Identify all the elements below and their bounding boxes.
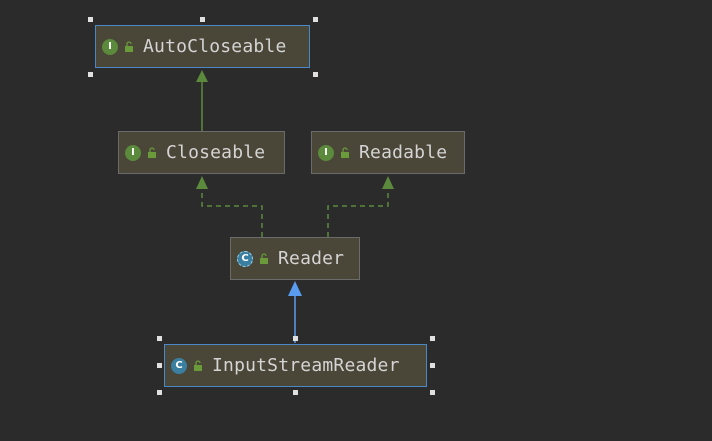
node-label: AutoCloseable: [143, 36, 287, 57]
selection-handle[interactable]: [313, 17, 318, 22]
unlocked-icon: [125, 40, 133, 52]
selection-handle[interactable]: [157, 336, 162, 341]
interface-icon: I: [125, 144, 141, 161]
unlocked-icon: [194, 359, 202, 371]
node-inputstreamreader[interactable]: C InputStreamReader: [164, 344, 427, 387]
node-reader[interactable]: C Reader: [230, 237, 360, 280]
edge-reader-closeable: [201, 187, 263, 237]
selection-handle[interactable]: [157, 390, 162, 395]
node-label: Readable: [359, 142, 448, 163]
edge-arrowhead-closeable: [196, 176, 208, 189]
edge-reader-readable: [327, 187, 389, 237]
node-closeable[interactable]: I Closeable: [118, 131, 285, 174]
node-label: InputStreamReader: [212, 355, 400, 376]
unlocked-icon: [260, 252, 268, 264]
selection-handle[interactable]: [313, 72, 318, 77]
selection-handle[interactable]: [430, 390, 435, 395]
unlocked-icon: [341, 146, 349, 158]
selection-handle[interactable]: [200, 17, 205, 22]
edge-arrowhead-readable: [382, 176, 394, 189]
selection-handle[interactable]: [430, 363, 435, 368]
node-label: Reader: [278, 248, 345, 269]
selection-handle[interactable]: [430, 336, 435, 341]
interface-icon: I: [318, 144, 334, 161]
edge-arrowhead-reader: [288, 281, 302, 296]
selection-handle[interactable]: [88, 17, 93, 22]
interface-icon: I: [102, 38, 118, 55]
node-autocloseable[interactable]: I AutoCloseable: [95, 25, 310, 68]
abstract-class-icon: C: [237, 250, 253, 267]
selection-handle[interactable]: [88, 72, 93, 77]
node-readable[interactable]: I Readable: [311, 131, 465, 174]
class-icon: C: [171, 357, 187, 374]
selection-handle[interactable]: [293, 390, 298, 395]
selection-handle[interactable]: [157, 363, 162, 368]
node-label: Closeable: [166, 142, 266, 163]
selection-handle[interactable]: [293, 336, 298, 341]
edge-arrowhead-autocloseable: [196, 70, 208, 82]
unlocked-icon: [148, 146, 156, 158]
